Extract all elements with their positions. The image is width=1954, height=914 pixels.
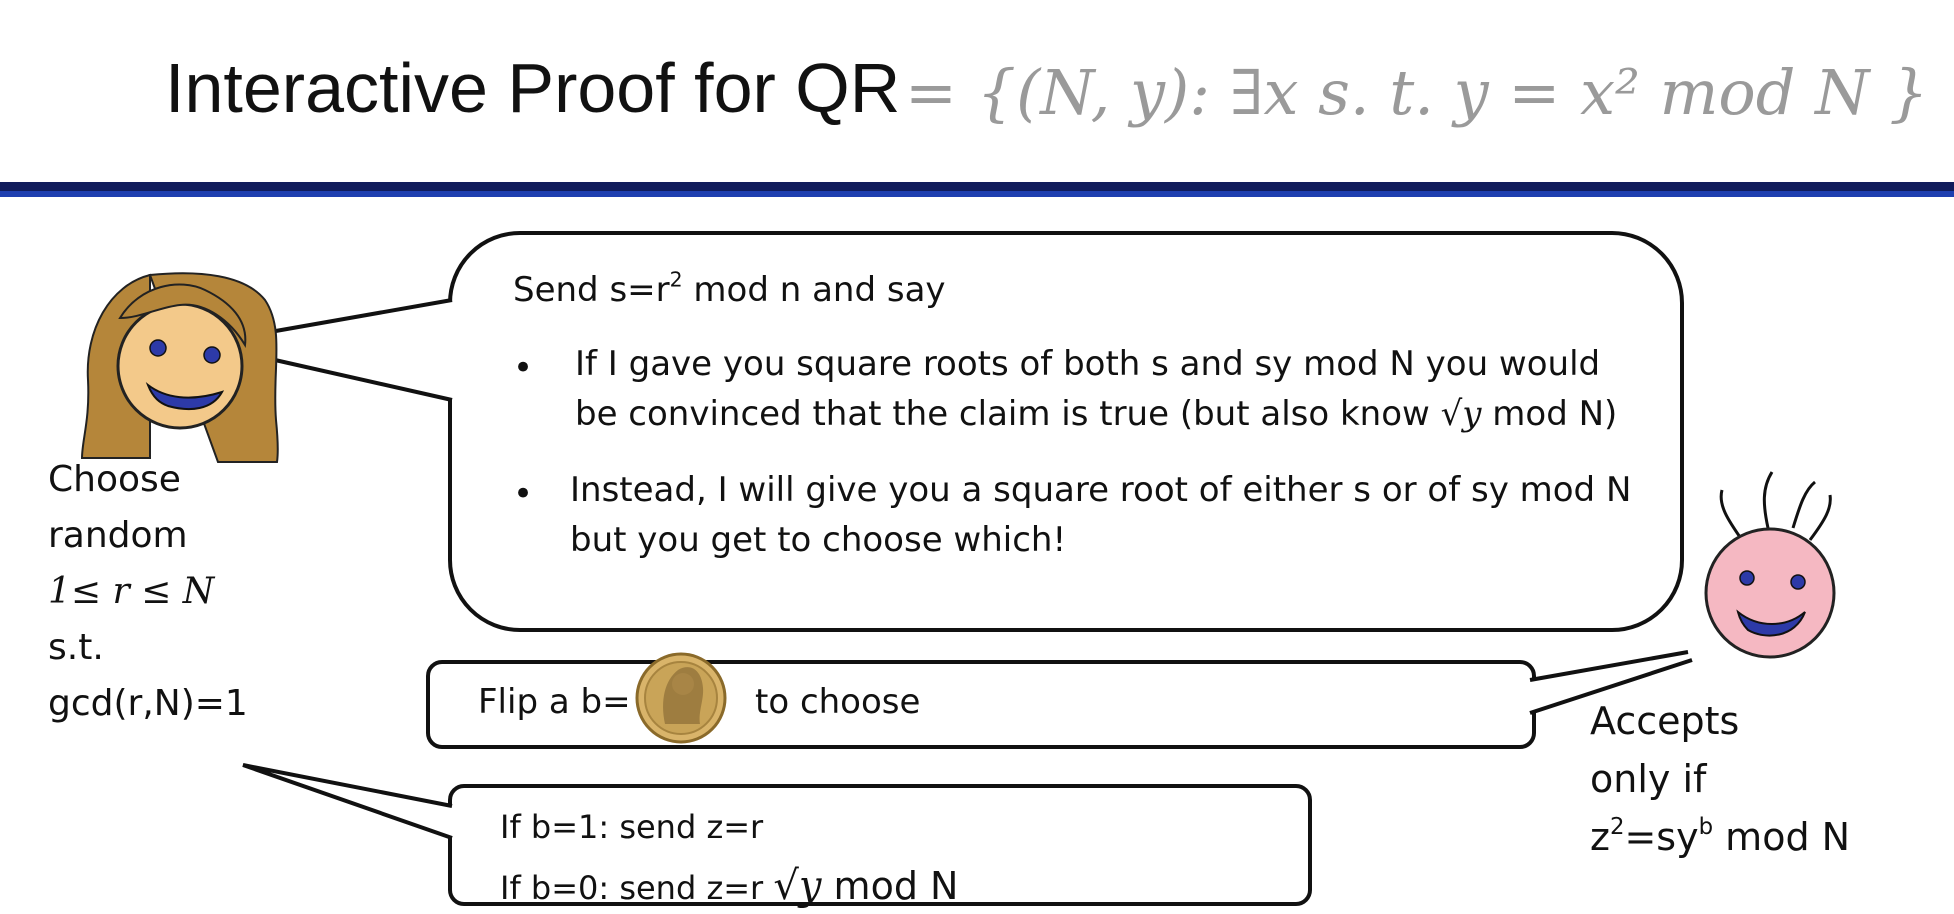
answer-speech-bubble xyxy=(448,784,1312,906)
prover-text-line: random xyxy=(48,515,188,556)
prover-eye-right xyxy=(203,346,221,364)
bullet-dot: • xyxy=(513,474,534,514)
title-formula: = {(N, y): ∃x s. t. y = x² mod N } xyxy=(905,56,1929,129)
answer-line2: If b=0: send z=r √y mod N xyxy=(500,863,959,909)
flip-prefix: Flip a b= xyxy=(478,682,631,722)
prover-text-line: Choose xyxy=(48,459,181,500)
prover-hair xyxy=(80,273,151,459)
main-speech-bubble xyxy=(448,231,1684,632)
prover-text-line: gcd(r,N)=1 xyxy=(48,683,248,724)
verifier-eye-right xyxy=(1790,574,1806,590)
verifier-face xyxy=(1704,527,1836,659)
verifier-condition: Accepts only if z2=syb mod N xyxy=(1590,692,1850,866)
prover-text-line: s.t. xyxy=(48,627,104,668)
bullet1-line1: If I gave you square roots of both s and… xyxy=(575,344,1601,384)
verifier-avatar xyxy=(1704,471,1836,659)
slide-header xyxy=(0,0,1954,190)
verifier-text-line: z2=syb mod N xyxy=(1590,814,1851,859)
prover-instructions: Choose random 1≤ r ≤ N s.t. gcd(r,N)=1 xyxy=(48,452,248,732)
prover-text-line: 1≤ r ≤ N xyxy=(48,571,215,612)
verifier-text-line: Accepts xyxy=(1590,699,1740,743)
header-divider xyxy=(0,182,1954,191)
prover-eye-left xyxy=(149,339,167,357)
bullet1-line2: be convinced that the claim is true (but… xyxy=(575,394,1618,434)
bullet-dot: • xyxy=(513,348,534,388)
send-line: Send s=r2 mod n and say xyxy=(513,267,946,310)
prover-avatar xyxy=(80,272,279,463)
coin-icon xyxy=(635,652,727,744)
verifier-mouth xyxy=(1736,609,1806,637)
prover-mouth xyxy=(145,382,225,411)
flip-suffix: to choose xyxy=(755,682,921,722)
bullet2-line1: Instead, I will give you a square root o… xyxy=(570,470,1632,510)
verifier-text-line: only if xyxy=(1590,757,1707,801)
verifier-eye-left xyxy=(1739,570,1755,586)
header-divider-accent xyxy=(0,191,1954,197)
bullet2-line2: but you get to choose which! xyxy=(570,520,1067,560)
answer-line1: If b=1: send z=r xyxy=(500,808,764,846)
slide-title: Interactive Proof for QR xyxy=(165,49,901,127)
